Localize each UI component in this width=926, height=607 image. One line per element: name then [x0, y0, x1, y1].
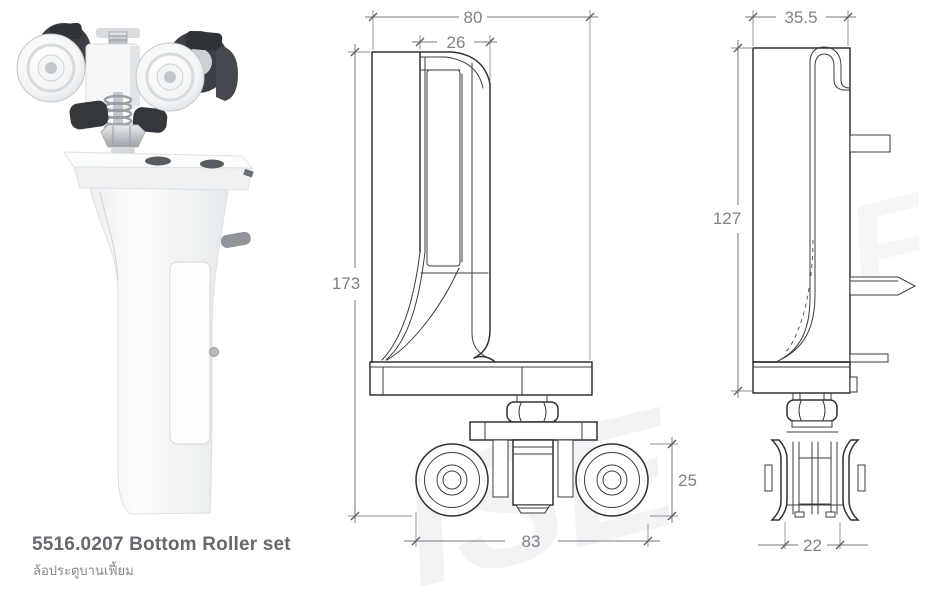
dim-label-83: 83	[522, 532, 541, 551]
dim-label-127: 127	[713, 209, 741, 228]
knob-right	[132, 107, 168, 133]
front-view-drawing	[369, 51, 649, 517]
plate-hole	[145, 156, 171, 166]
arm-recess-panel	[169, 261, 211, 445]
product-title: 5516.0207 Bottom Roller set	[32, 534, 291, 555]
side-view-pulley	[764, 439, 866, 521]
hex-nut-front	[506, 401, 559, 423]
product-photo	[16, 22, 254, 515]
hex-nut-side	[786, 399, 838, 422]
locating-pin	[220, 231, 251, 248]
front-view-wheel-left	[415, 443, 489, 517]
dim-label-26: 26	[447, 33, 466, 52]
front-view-dimensions: 80 26 173 25 83	[332, 8, 697, 551]
front-view-wheel-right	[575, 443, 649, 517]
dim-label-25: 25	[678, 471, 697, 490]
dim-label-173: 173	[332, 274, 360, 293]
knob-left	[69, 100, 109, 130]
mount-pin-top	[849, 134, 891, 153]
photo-wheel-right	[135, 42, 205, 112]
side-body	[752, 47, 851, 363]
side-view-drawing	[752, 46, 917, 521]
base-plate	[369, 361, 593, 396]
dim-label-80: 80	[464, 8, 483, 27]
dim-label-22: 22	[803, 536, 822, 555]
dim-label-35.5: 35.5	[784, 8, 817, 27]
mount-pin-bottom	[849, 353, 889, 363]
roller-bracket-bar	[469, 421, 598, 441]
photo-hex-nut	[100, 124, 146, 148]
side-view-dimensions: 35.5 127 22	[713, 8, 868, 555]
arm-hole	[209, 347, 219, 357]
plate-hole	[200, 159, 224, 169]
bracket-arm	[89, 187, 251, 515]
mount-pin-pointed	[849, 276, 917, 296]
product-subtitle-thai: ล้อประตูบานเฟี้ยม	[33, 563, 134, 578]
arm-panel-outline	[426, 69, 461, 267]
mounting-plate	[63, 151, 254, 191]
photo-wheel-left	[16, 33, 86, 103]
roller-center-block	[512, 439, 554, 506]
